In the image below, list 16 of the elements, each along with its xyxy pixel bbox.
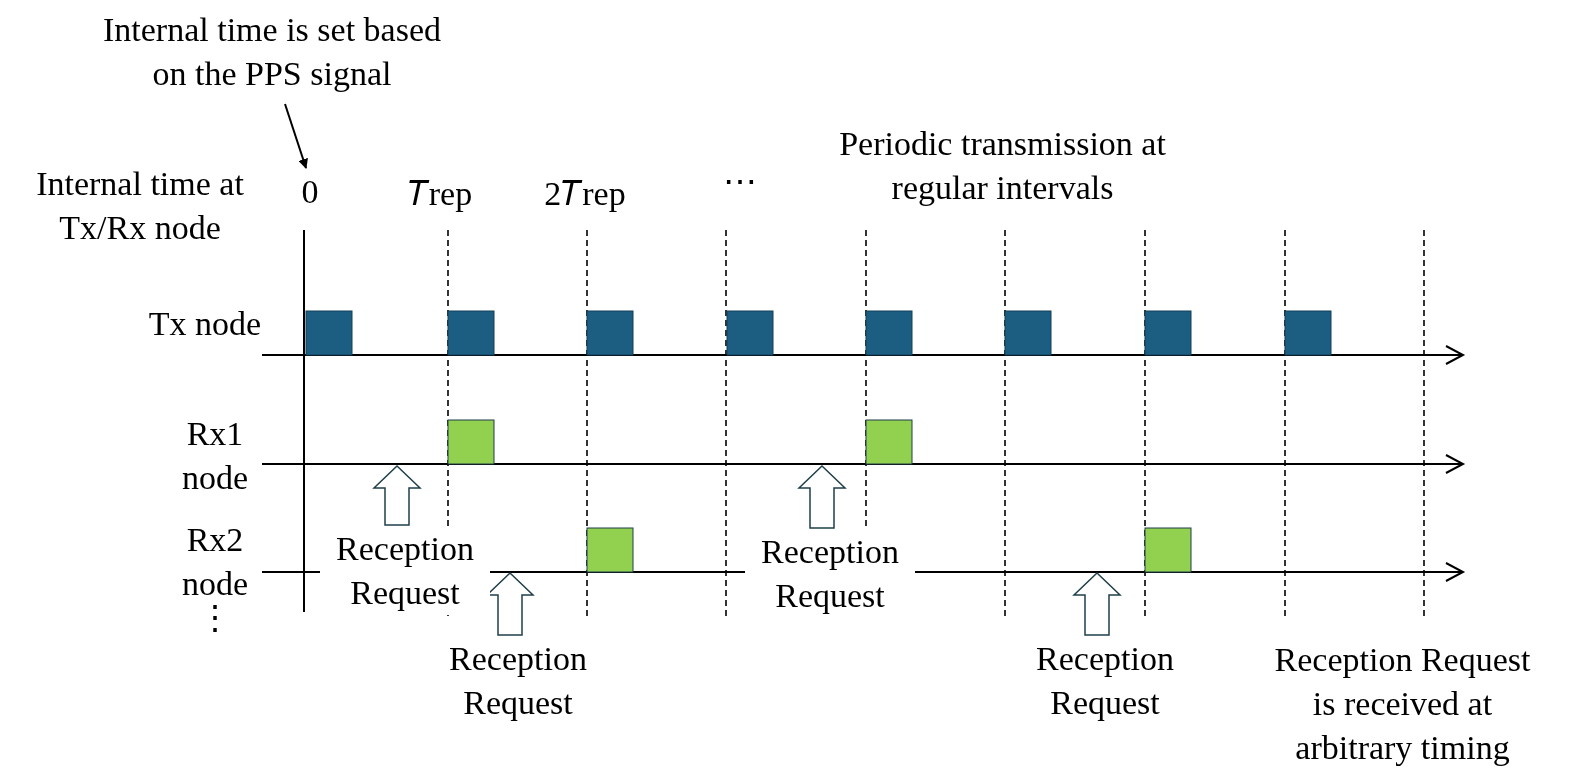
label-text: 𝑇rep: [407, 175, 473, 212]
block-up-arrow: [1072, 571, 1122, 636]
block-up-arrow: [797, 464, 847, 529]
annotation-text: Reception Request: [745, 530, 915, 618]
label-text: Rx2 node: [181, 521, 249, 602]
leader-arrow: [284, 103, 308, 169]
label-text: ⋯: [723, 163, 757, 200]
block-up-arrow: [372, 464, 422, 526]
label-text: 2𝑇rep: [544, 175, 626, 212]
label-text: Reception Request is received at arbitrary timing: [1274, 641, 1531, 766]
annotation-text: Reception Request: [320, 527, 490, 615]
label-text: Tx node: [148, 305, 262, 342]
label-text: Internal time at Tx/Rx node: [36, 165, 244, 246]
label-text: ⋮: [198, 599, 232, 636]
label-text: Periodic transmission at regular intervals: [839, 125, 1166, 206]
label-text: Rx1 node: [181, 415, 249, 496]
